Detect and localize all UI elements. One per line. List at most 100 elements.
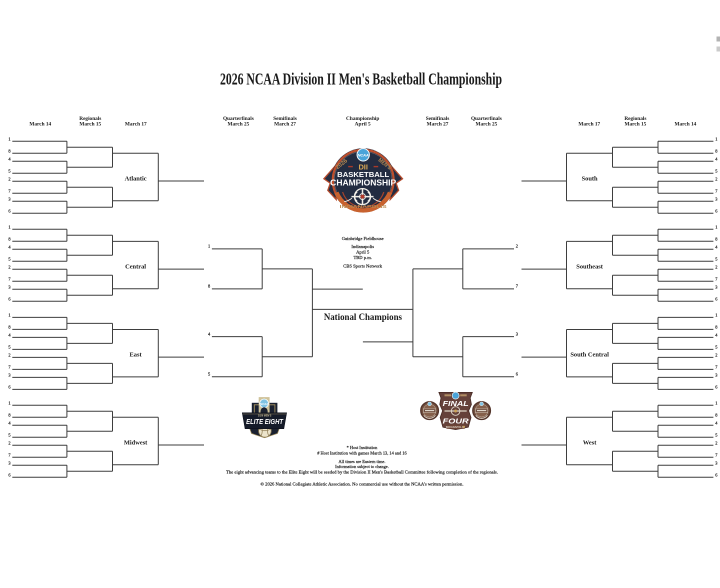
svg-text:Quarterfinals: Quarterfinals: [471, 116, 502, 122]
svg-text:6: 6: [8, 208, 11, 213]
svg-text:Championship: Championship: [346, 116, 379, 122]
svg-text:4: 4: [8, 244, 11, 249]
svg-text:4: 4: [715, 420, 718, 425]
svg-text:4: 4: [715, 244, 718, 249]
svg-text:5: 5: [715, 344, 718, 349]
svg-text:Midwest: Midwest: [124, 439, 148, 446]
svg-text:CBS Sports Network: CBS Sports Network: [343, 264, 382, 269]
svg-text:3: 3: [8, 196, 11, 201]
svg-text:2: 2: [8, 264, 10, 269]
svg-text:Regionals: Regionals: [624, 116, 646, 122]
svg-text:Semifinals: Semifinals: [426, 116, 450, 122]
svg-text:West: West: [583, 439, 597, 446]
svg-text:8: 8: [8, 324, 11, 329]
svg-text:NCAA: NCAA: [260, 402, 268, 406]
svg-text:1: 1: [8, 312, 10, 317]
svg-text:8: 8: [715, 412, 718, 417]
svg-text:3: 3: [715, 284, 718, 289]
svg-text:1: 1: [715, 312, 717, 317]
svg-text:7: 7: [715, 364, 718, 369]
svg-text:3: 3: [715, 196, 718, 201]
svg-text:March 14: March 14: [674, 122, 696, 128]
svg-text:6: 6: [715, 296, 718, 301]
svg-text:8: 8: [715, 148, 718, 153]
svg-text:5: 5: [8, 344, 11, 349]
svg-text:4: 4: [208, 331, 211, 336]
svg-text:1: 1: [715, 136, 717, 141]
svg-text:March 14: March 14: [29, 122, 51, 128]
svg-text:7: 7: [715, 276, 718, 281]
svg-text:# Host Institution with games: # Host Institution with games March 13, …: [317, 451, 407, 457]
svg-text:7: 7: [516, 284, 519, 289]
svg-text:NCAA: NCAA: [358, 152, 369, 157]
svg-text:3: 3: [8, 460, 11, 465]
svg-text:7: 7: [8, 364, 11, 369]
svg-text:1: 1: [715, 224, 717, 229]
svg-text:2: 2: [715, 264, 717, 269]
svg-text:2: 2: [8, 352, 10, 357]
svg-text:South: South: [582, 175, 598, 182]
svg-text:March 27: March 27: [274, 122, 296, 128]
svg-text:1: 1: [208, 244, 210, 249]
svg-text:5: 5: [208, 372, 211, 377]
svg-text:6: 6: [715, 384, 718, 389]
svg-text:East: East: [130, 351, 143, 358]
svg-text:2026 MEN'S: 2026 MEN'S: [258, 415, 272, 418]
svg-text:3: 3: [8, 284, 11, 289]
svg-text:2026 NCAA Division II Men's Ba: 2026 NCAA Division II Men's Basketball C…: [220, 70, 502, 89]
svg-text:The eight advancing teams to t: The eight advancing teams to the Elite E…: [226, 469, 498, 474]
svg-text:FOUR: FOUR: [443, 416, 470, 425]
svg-text:3: 3: [715, 460, 718, 465]
svg-text:6: 6: [715, 208, 718, 213]
svg-text:All times are Eastern time.: All times are Eastern time.: [339, 459, 386, 464]
svg-text:8: 8: [8, 236, 11, 241]
svg-text:5: 5: [8, 168, 11, 173]
svg-text:7: 7: [8, 188, 11, 193]
svg-text:Gainbridge Fieldhouse: Gainbridge Fieldhouse: [342, 236, 384, 241]
svg-text:1: 1: [8, 224, 10, 229]
svg-text:4: 4: [8, 420, 11, 425]
svg-text:6: 6: [8, 296, 11, 301]
svg-text:© 2026 National Collegiate Ath: © 2026 National Collegiate Athletic Asso…: [261, 481, 464, 486]
svg-text:5: 5: [715, 168, 718, 173]
svg-text:4: 4: [8, 156, 11, 161]
svg-text:INDIANAPOLIS: INDIANAPOLIS: [446, 425, 465, 429]
svg-text:7: 7: [8, 276, 11, 281]
svg-text:5: 5: [715, 256, 718, 261]
svg-text:3: 3: [516, 331, 519, 336]
svg-text:7: 7: [8, 452, 11, 457]
svg-text:March 17: March 17: [125, 122, 147, 128]
svg-text:March 25: March 25: [475, 122, 497, 128]
svg-text:3: 3: [715, 372, 718, 377]
svg-text:5: 5: [8, 256, 11, 261]
svg-text:6: 6: [516, 372, 519, 377]
svg-text:April 5: April 5: [355, 122, 371, 128]
svg-text:TBD p.m.: TBD p.m.: [353, 255, 372, 260]
svg-text:1: 1: [8, 136, 10, 141]
svg-text:INDIANAPOLIS: INDIANAPOLIS: [340, 204, 387, 209]
svg-text:8: 8: [8, 148, 11, 153]
svg-text:4: 4: [8, 332, 11, 337]
svg-text:2: 2: [516, 244, 518, 249]
svg-text:8: 8: [715, 324, 718, 329]
svg-text:2: 2: [8, 176, 10, 181]
svg-text:5: 5: [8, 432, 11, 437]
svg-text:3: 3: [8, 372, 11, 377]
svg-text:8: 8: [208, 284, 211, 289]
svg-text:South Central: South Central: [570, 351, 609, 358]
svg-text:5: 5: [715, 432, 718, 437]
svg-text:6: 6: [8, 384, 11, 389]
svg-text:March 25: March 25: [227, 122, 249, 128]
svg-text:1: 1: [8, 400, 10, 405]
svg-text:March 15: March 15: [624, 122, 646, 128]
svg-text:6: 6: [715, 472, 718, 477]
svg-text:Regionals: Regionals: [79, 116, 101, 122]
svg-text:2: 2: [715, 440, 717, 445]
svg-text:7: 7: [715, 452, 718, 457]
svg-text:CHAMPIONSHIP: CHAMPIONSHIP: [330, 179, 397, 188]
svg-text:2: 2: [8, 440, 10, 445]
svg-text:BASKETBALL: BASKETBALL: [337, 172, 390, 179]
svg-text:Indianapolis: Indianapolis: [351, 244, 374, 249]
svg-text:4: 4: [715, 332, 718, 337]
svg-text:FINAL: FINAL: [443, 399, 470, 408]
